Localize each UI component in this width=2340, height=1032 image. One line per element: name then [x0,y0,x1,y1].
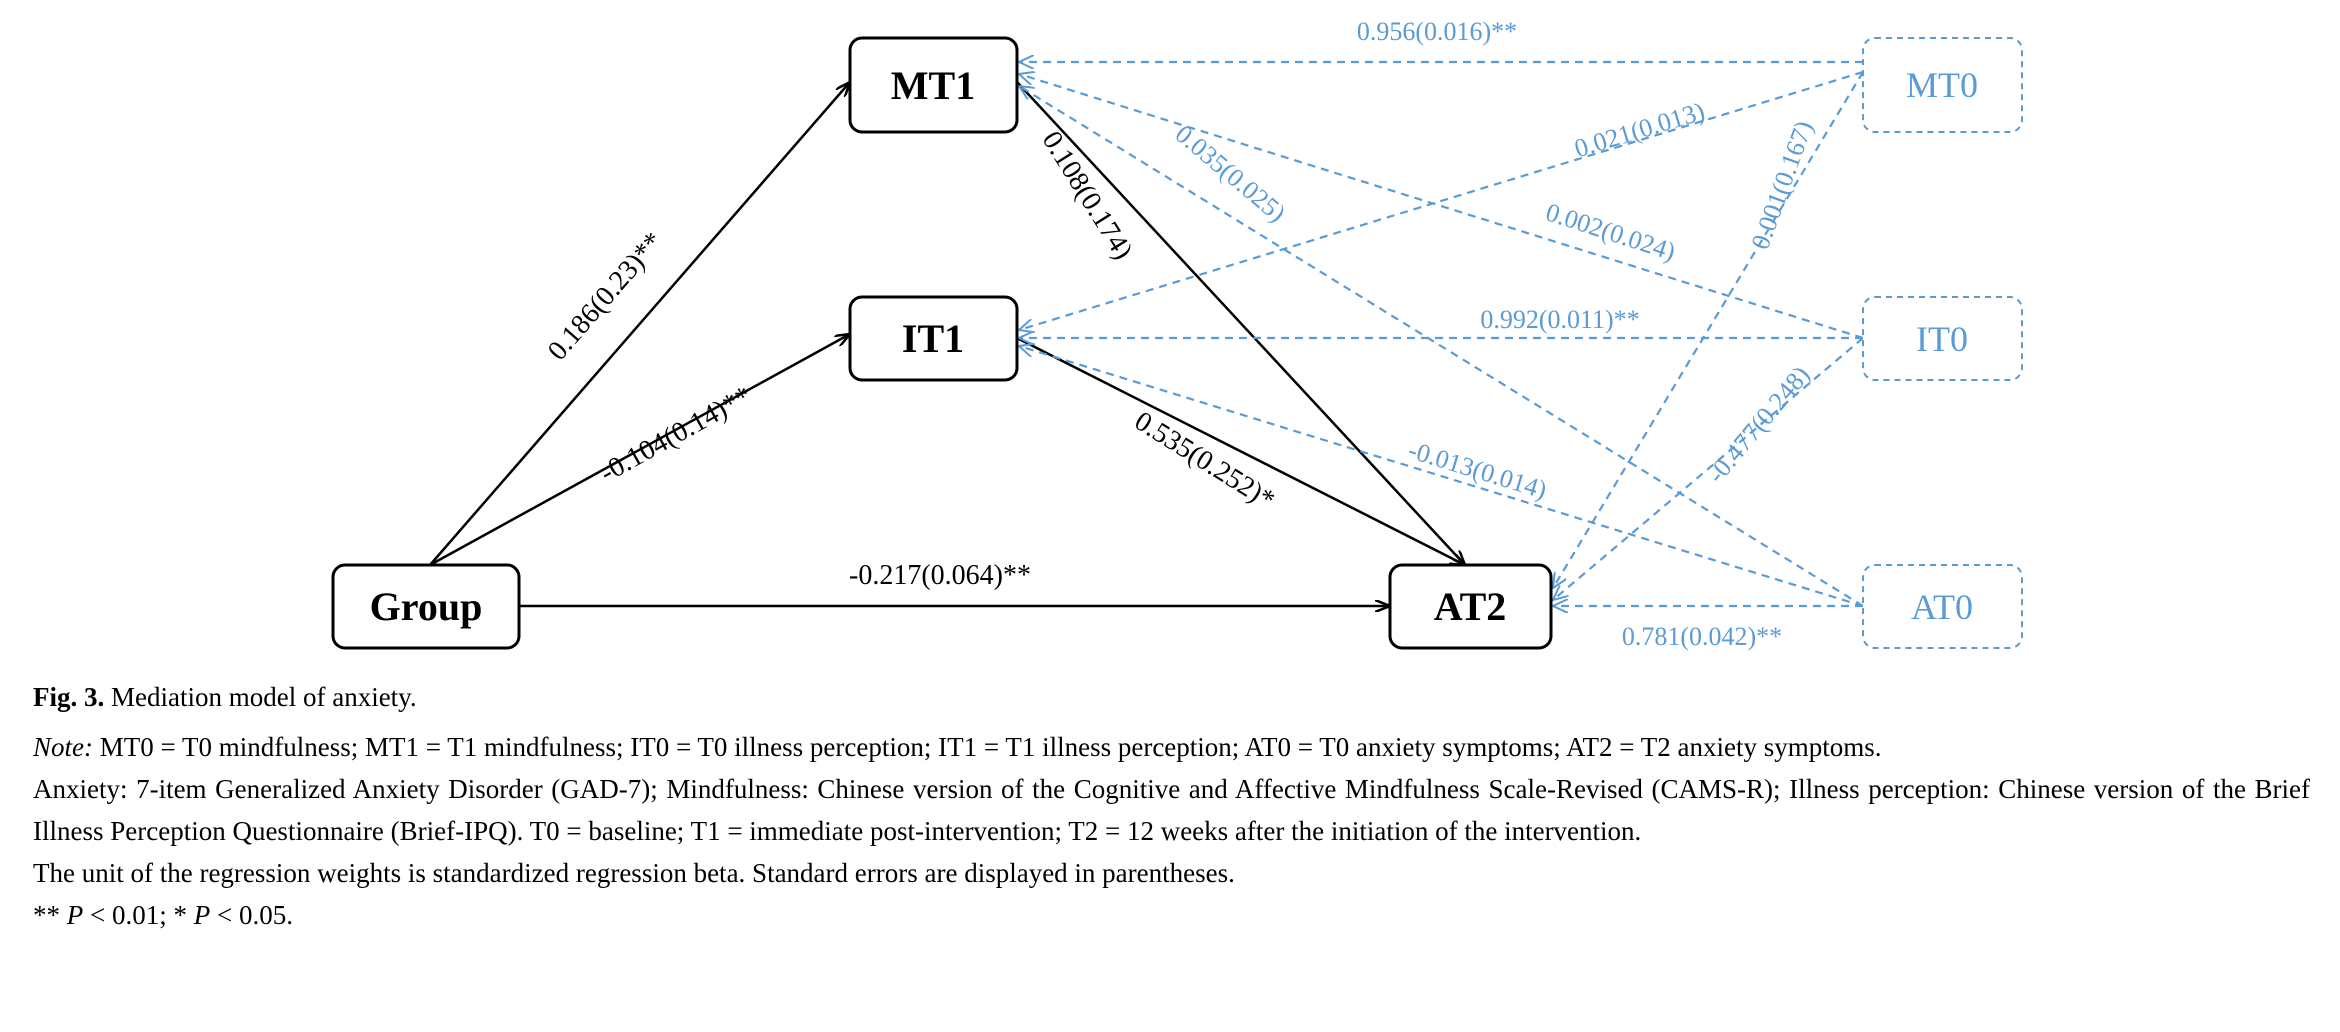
node-label-group: Group [370,584,483,629]
edge-label-mt0-it1: 0.021(0.013) [1571,96,1708,163]
node-label-mt1: MT1 [891,63,975,108]
edge-labels: 0.186(0.23)** -0.104(0.14)** -0.217(0.06… [542,17,1819,651]
node-label-mt0: MT0 [1906,65,1978,105]
sig-p1: P [66,900,84,930]
sig-prefix: ** [33,900,67,930]
caption-measures: Anxiety: 7-item Generalized Anxiety Diso… [33,774,2310,846]
node-label-at2: AT2 [1434,584,1507,629]
node-group: Group [331,563,521,650]
edge-label-mt0-mt1: 0.956(0.016)** [1357,17,1517,46]
edge-mt0-it1 [1019,70,1864,330]
edge-label-at0-it1: -0.013(0.014) [1405,435,1550,505]
edge-label-it0-at2: -0.477(0.248) [1701,360,1815,488]
figure-label: Fig. 3. [33,682,105,712]
caption-title-line: Fig. 3. Mediation model of anxiety. [33,676,2310,718]
mediation-diagram: 0.186(0.23)** -0.104(0.14)** -0.217(0.06… [331,17,2023,651]
sig-end: < 0.05. [210,900,293,930]
edge-it0-at2 [1553,337,1864,600]
edges-layer [429,62,1864,608]
caption-significance: ** P < 0.01; * P < 0.05. [33,894,2310,936]
edge-label-group-it1: -0.104(0.14)** [595,380,757,489]
node-mt1: MT1 [848,36,1019,134]
sig-mid: < 0.01; * [83,900,194,930]
node-label-it0: IT0 [1916,319,1968,359]
note-text: MT0 = T0 mindfulness; MT1 = T1 mindfulne… [99,732,1882,762]
edge-label-at0-at2: 0.781(0.042)** [1622,622,1782,651]
note-label: Note: [33,732,93,762]
edge-at0-mt1 [1019,86,1864,607]
node-it1: IT1 [848,295,1019,382]
edge-label-it0-mt1: 0.002(0.024) [1542,197,1679,266]
node-label-at0: AT0 [1911,587,1973,627]
edge-mt1-at2 [1016,81,1465,565]
edge-group-it1 [429,334,850,567]
edge-label-group-mt1: 0.186(0.23)** [542,226,669,366]
edge-it1-at2 [1016,336,1465,565]
edge-group-mt1 [429,82,850,566]
node-at2: AT2 [1388,563,1553,650]
node-at0: AT0 [1862,564,2023,649]
node-mt0: MT0 [1862,37,2023,133]
edge-mt0-at2 [1553,71,1864,588]
node-label-it1: IT1 [902,316,964,361]
node-it0: IT0 [1862,296,2023,381]
edge-label-group-at2: -0.217(0.064)** [849,560,1031,591]
edge-it0-mt1 [1019,74,1864,340]
figure-caption: Fig. 3. Mediation model of anxiety. Note… [33,676,2310,936]
figure-title: Mediation model of anxiety. [111,682,417,712]
edge-at0-it1 [1019,346,1864,608]
caption-units: The unit of the regression weights is st… [33,858,1235,888]
sig-p2: P [193,900,211,930]
nodes-layer: MT1 IT1 Group AT2 MT0 IT0 AT0 [331,36,2023,650]
edge-label-at0-mt1: 0.035(0.025) [1170,119,1292,228]
edge-label-mt0-at2: 0.001(0.167) [1745,117,1818,253]
caption-note: Note: MT0 = T0 mindfulness; MT1 = T1 min… [33,726,2310,768]
edge-label-it0-it1: 0.992(0.011)** [1480,305,1639,334]
